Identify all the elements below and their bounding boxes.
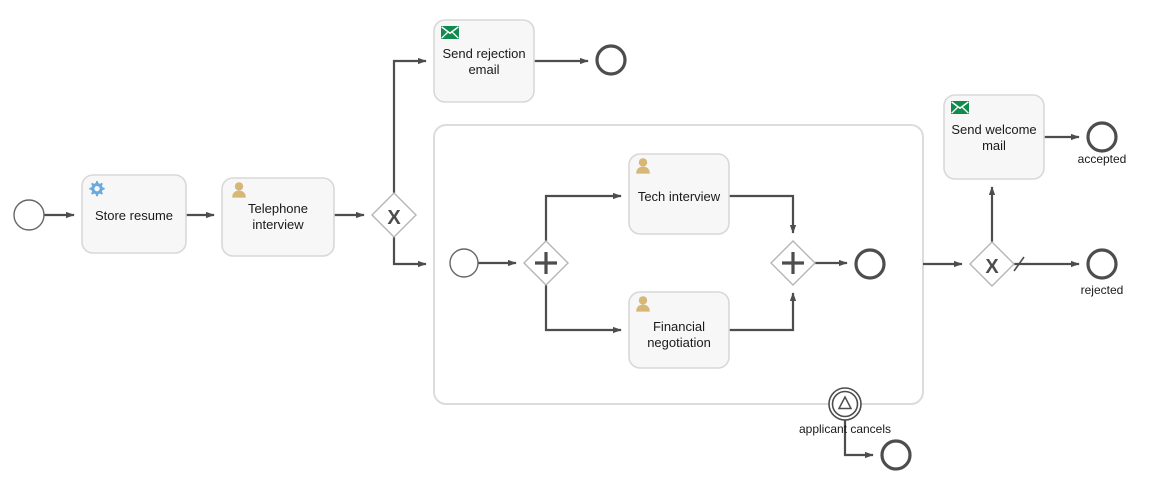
boundary-event-label: applicant cancels [799, 422, 891, 436]
gateway-parallel-join[interactable] [770, 240, 816, 286]
task-label-line-2: interview [252, 217, 304, 232]
start-event[interactable] [13, 199, 45, 231]
parallel-gateway-icon [535, 252, 557, 274]
end-event-circle [1086, 121, 1118, 153]
envelope-icon [441, 26, 459, 39]
start-event-circle [449, 248, 479, 278]
task-label: Tech interview [638, 189, 721, 204]
end-event-label: rejected [1081, 283, 1124, 297]
task-label-line-1: Send welcome [951, 122, 1036, 137]
end-event-circle [1086, 248, 1118, 280]
task-label-line-2: mail [982, 138, 1006, 153]
sequence-flow-layer [44, 57, 1080, 459]
task-store-resume[interactable]: Store resume [81, 174, 187, 254]
gear-icon [89, 181, 105, 197]
task-send-rejection-email[interactable]: Send rejection email [433, 19, 535, 103]
task-label-line-2: negotiation [647, 335, 711, 350]
boundary-event-applicant-cancels[interactable]: applicant cancels [799, 387, 891, 436]
task-box [433, 19, 535, 103]
user-icon [232, 182, 246, 198]
task-label-line-1: Send rejection [442, 46, 525, 61]
task-label-line-1: Financial [653, 319, 705, 334]
task-box [943, 94, 1045, 180]
end-event-label: accepted [1078, 152, 1127, 166]
end-event-circle [595, 44, 627, 76]
gateway-diamond [371, 192, 417, 238]
default-flow-marker-icon [1013, 256, 1025, 272]
end-event-rejection[interactable] [595, 44, 627, 76]
task-send-welcome-mail[interactable]: Send welcome mail [943, 94, 1045, 180]
task-label-line-2: email [468, 62, 499, 77]
flow-split-to-financial[interactable] [544, 285, 622, 334]
end-event-circle [880, 439, 912, 471]
flow-gateway-to-rejection[interactable] [392, 57, 427, 193]
gateway-parallel-split[interactable] [523, 240, 569, 286]
flow-tech-to-join[interactable] [729, 194, 797, 234]
task-box [81, 174, 187, 254]
sub-end-event[interactable] [854, 248, 886, 280]
gateway-screening[interactable]: X [371, 192, 417, 238]
task-telephone-interview[interactable]: Telephone interview [221, 177, 335, 257]
end-event-accepted[interactable]: accepted [1078, 121, 1127, 166]
user-icon [636, 296, 650, 312]
task-financial-negotiation[interactable]: Financial negotiation [628, 291, 730, 369]
gateway-outcome[interactable]: X [969, 241, 1015, 287]
exclusive-gateway-icon: X [387, 207, 401, 229]
flow-split-to-tech[interactable] [544, 192, 622, 241]
parallel-gateway-icon [782, 252, 804, 274]
boundary-event-inner-circle [831, 390, 859, 418]
envelope-icon [951, 101, 969, 114]
flow-financial-to-join[interactable] [729, 292, 797, 332]
user-icon [636, 158, 650, 174]
flow-boundary-to-cancelled[interactable] [843, 420, 874, 459]
exclusive-gateway-icon: X [985, 256, 999, 278]
end-event-cancelled[interactable] [880, 439, 912, 471]
escalation-triangle-icon [837, 395, 853, 410]
task-label-line-1: Telephone [248, 201, 308, 216]
end-event-circle [854, 248, 886, 280]
end-event-rejected[interactable]: rejected [1081, 248, 1124, 297]
sub-start-event[interactable] [449, 248, 479, 278]
task-label: Store resume [95, 208, 173, 223]
gateway-diamond [969, 241, 1015, 287]
start-event-circle [13, 199, 45, 231]
task-tech-interview[interactable]: Tech interview [628, 153, 730, 235]
flow-gateway-to-subprocess[interactable] [392, 237, 427, 268]
task-box [221, 177, 335, 257]
task-box [628, 291, 730, 369]
task-box [628, 153, 730, 235]
